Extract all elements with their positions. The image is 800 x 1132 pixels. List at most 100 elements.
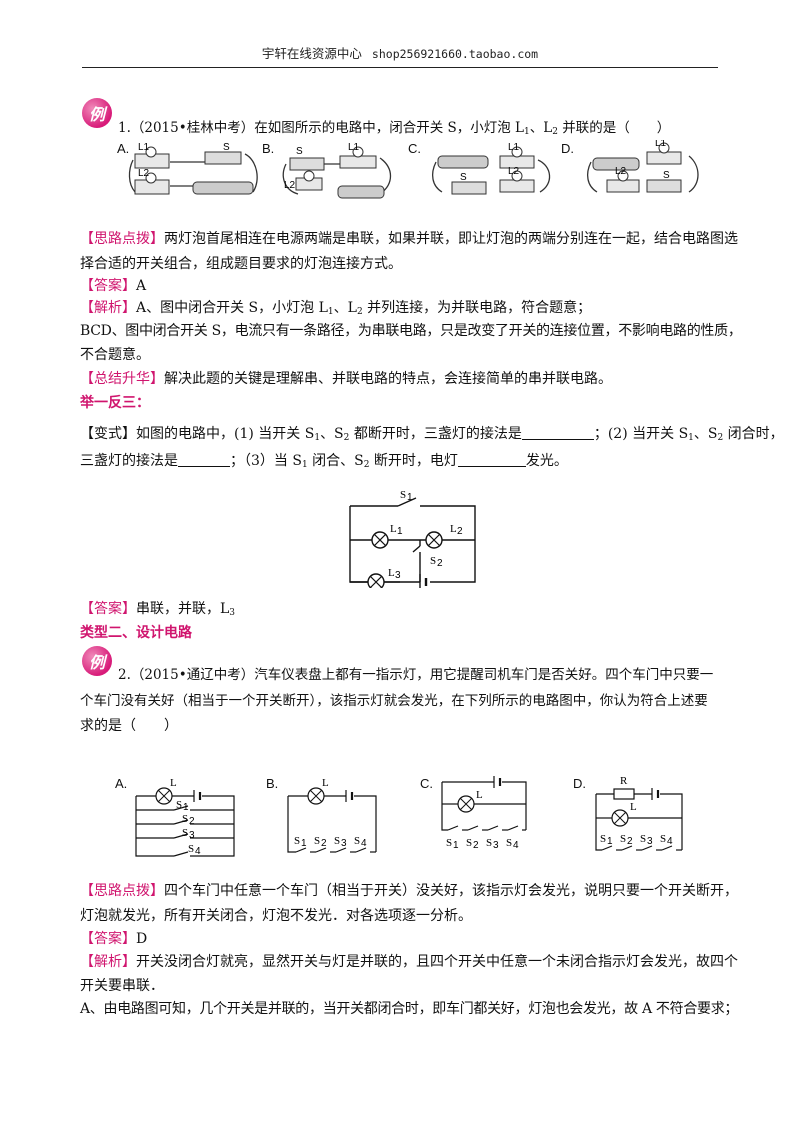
svg-text:S: S bbox=[182, 813, 188, 825]
answer-blank-3[interactable] bbox=[457, 453, 526, 467]
svg-text:3: 3 bbox=[341, 838, 347, 849]
svg-text:S: S bbox=[182, 827, 188, 839]
svg-text:L: L bbox=[476, 789, 483, 801]
svg-text:2: 2 bbox=[627, 836, 633, 847]
analysis-1-line-3: 不合题意。 bbox=[80, 347, 150, 363]
svg-text:1: 1 bbox=[407, 492, 413, 503]
svg-text:S: S bbox=[663, 170, 670, 181]
svg-text:S: S bbox=[354, 835, 360, 847]
svg-text:1: 1 bbox=[397, 526, 403, 537]
svg-text:4: 4 bbox=[361, 838, 367, 849]
answer-variant: 【答案】串联，并联，L3 bbox=[80, 601, 236, 618]
svg-text:1: 1 bbox=[301, 838, 307, 849]
svg-text:L1: L1 bbox=[348, 142, 360, 153]
svg-text:L2: L2 bbox=[138, 168, 150, 179]
svg-text:L2: L2 bbox=[284, 180, 296, 191]
svg-text:S: S bbox=[506, 837, 512, 849]
svg-text:L2: L2 bbox=[615, 166, 627, 177]
header-shop: shop256921660.taobao.com bbox=[371, 47, 539, 61]
question-2-line-3: 求的是（ ） bbox=[80, 718, 178, 734]
svg-text:S: S bbox=[314, 835, 320, 847]
svg-text:S: S bbox=[294, 835, 300, 847]
answer-blank-1[interactable] bbox=[521, 426, 594, 440]
q2-option-a-label: A. bbox=[115, 776, 128, 791]
option-a-label: A. bbox=[117, 141, 130, 156]
hint-1-line-2: 择合适的开关组合，组成题目要求的灯泡连接方式。 bbox=[80, 256, 402, 272]
svg-text:2: 2 bbox=[189, 816, 195, 827]
svg-text:2: 2 bbox=[473, 840, 479, 850]
svg-text:L: L bbox=[322, 778, 329, 789]
label-l2: L bbox=[450, 523, 457, 535]
example-badge: 例 bbox=[82, 646, 112, 676]
q2-option-c-label: C. bbox=[420, 776, 433, 791]
variant-line-1: 【变式】如图的电路中，(1) 当开关 S1、S2 都断开时，三盏灯的接法是；(2… bbox=[80, 426, 784, 443]
svg-text:L1: L1 bbox=[508, 142, 520, 153]
q2-option-d-label: D. bbox=[573, 776, 586, 791]
svg-text:S: S bbox=[188, 843, 194, 855]
svg-text:1: 1 bbox=[453, 840, 459, 850]
question-1: 1.（2015•桂林中考）在如图所示的电路中，闭合开关 S，小灯泡 L1、L2 … bbox=[118, 120, 671, 137]
type-2-heading: 类型二、设计电路 bbox=[80, 625, 192, 641]
svg-text:2: 2 bbox=[437, 558, 443, 569]
svg-text:S: S bbox=[600, 833, 606, 845]
analysis-2-line-3: A、由电路图可知，几个开关是并联的，当开关都闭合时，即车门都关好，灯泡也会发光，… bbox=[80, 1001, 739, 1017]
summary-1: 【总结升华】解决此题的关键是理解串、并联电路的特点，会连接简单的串并联电路。 bbox=[80, 371, 612, 387]
q2-option-b-label: B. bbox=[266, 776, 279, 791]
option-c-label: C. bbox=[408, 141, 421, 156]
analysis-1-line-1: 【解析】A、图中闭合开关 S，小灯泡 L1、L2 并列连接，为并联电路，符合题意… bbox=[80, 300, 592, 317]
svg-text:3: 3 bbox=[493, 840, 499, 850]
svg-text:L2: L2 bbox=[508, 166, 520, 177]
svg-text:S: S bbox=[466, 837, 472, 849]
svg-text:4: 4 bbox=[195, 846, 201, 857]
svg-text:3: 3 bbox=[395, 570, 401, 581]
label-s2: S bbox=[430, 555, 436, 567]
svg-text:2: 2 bbox=[457, 526, 463, 537]
svg-text:R: R bbox=[620, 775, 628, 787]
svg-text:L1: L1 bbox=[655, 140, 667, 149]
svg-text:L: L bbox=[170, 778, 177, 789]
svg-text:S: S bbox=[660, 833, 666, 845]
question-2-line-2: 个车门没有关好（相当于一个开关断开），该指示灯就会发光，在下列所示的电路图中，你… bbox=[80, 693, 708, 709]
svg-text:1: 1 bbox=[607, 836, 613, 847]
svg-text:4: 4 bbox=[667, 836, 673, 847]
svg-text:S: S bbox=[460, 172, 467, 183]
example-badge: 例 bbox=[82, 98, 112, 128]
svg-text:S: S bbox=[640, 833, 646, 845]
svg-text:S: S bbox=[486, 837, 492, 849]
svg-text:L: L bbox=[630, 801, 637, 813]
svg-text:S: S bbox=[176, 799, 182, 811]
svg-text:3: 3 bbox=[647, 836, 653, 847]
analysis-1-line-2: BCD、图中闭合开关 S，电流只有一条路径，为串联电路，只是改变了开关的连接位置… bbox=[80, 323, 742, 339]
svg-text:L1: L1 bbox=[138, 142, 150, 153]
header-title: 宇轩在线资源中心 bbox=[261, 46, 362, 61]
answer-2: 【答案】D bbox=[80, 931, 148, 947]
option-d-label: D. bbox=[561, 141, 574, 156]
svg-text:4: 4 bbox=[513, 840, 519, 850]
answer-1: 【答案】A bbox=[80, 278, 147, 294]
page-header: 宇轩在线资源中心 shop256921660.taobao.com bbox=[82, 44, 718, 68]
variant-line-2: 三盏灯的接法是；（3）当 S1 闭合、S2 断开时，电灯发光。 bbox=[80, 453, 568, 470]
svg-text:S: S bbox=[334, 835, 340, 847]
svg-text:3: 3 bbox=[189, 830, 195, 841]
option-b-label: B. bbox=[262, 141, 275, 156]
label-s1: S bbox=[400, 489, 406, 501]
hint-2-line-1: 【思路点拨】四个车门中任意一个车门（相当于开关）没关好，该指示灯会发光，说明只要… bbox=[80, 883, 738, 899]
analysis-2-line-2: 开关要串联． bbox=[80, 978, 164, 994]
hint-2-line-2: 灯泡就发光，所有开关闭合，灯泡不发光．对各选项逐一分析。 bbox=[80, 908, 472, 924]
svg-text:S: S bbox=[446, 837, 452, 849]
answer-blank-2[interactable] bbox=[178, 453, 230, 467]
svg-text:1: 1 bbox=[183, 802, 189, 813]
question-2-line-1: 2.（2015•通辽中考）汽车仪表盘上都有一指示灯，用它提醒司机车门是否关好。四… bbox=[118, 667, 714, 683]
hint-1-line-1: 【思路点拨】两灯泡首尾相连在电源两端是串联，如果并联，即让灯泡的两端分别连在一起… bbox=[80, 231, 738, 247]
analysis-2-line-1: 【解析】开关没闭合灯就亮，显然开关与灯是并联的，且四个开关中任意一个未闭合指示灯… bbox=[80, 954, 738, 970]
label-l1: L bbox=[390, 523, 397, 535]
